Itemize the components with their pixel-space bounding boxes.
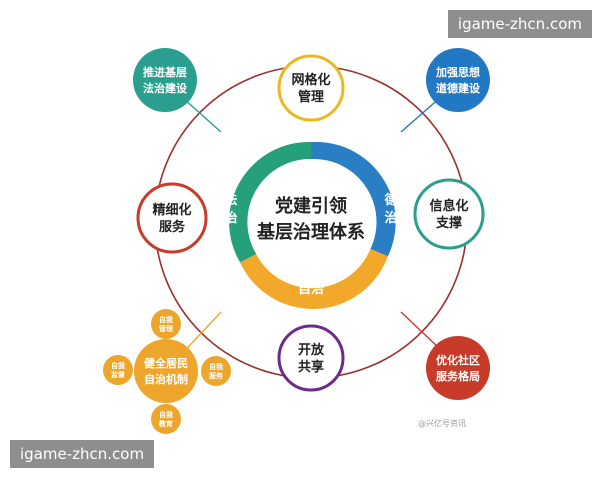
node-refined-service (136, 182, 208, 254)
ring-label-fazhi-1: 法 (224, 192, 237, 208)
node-grid-management-line2: 管理 (298, 89, 324, 105)
node-community-service (426, 336, 490, 400)
subnode-self-service-line1: 自我 (209, 362, 223, 371)
node-information-support (413, 178, 485, 250)
center-title-line1: 党建引领 (275, 195, 347, 217)
subnode-self-service-line2: 服务 (209, 371, 224, 380)
subnode-self-management-line1: 自我 (159, 315, 173, 324)
subnode-self-management (151, 309, 181, 339)
node-refined-service-line2: 服务 (159, 219, 186, 235)
subnode-self-service (201, 356, 231, 386)
ring-segment-dezhi (311, 141, 396, 257)
node-resident-autonomy-line1: 健全居民 (144, 356, 188, 370)
node-moral-building (426, 48, 490, 112)
watermark-top: igame-zhcn.com (447, 10, 592, 38)
node-resident-autonomy (134, 339, 198, 403)
subnode-self-supervision-line1: 自我 (111, 361, 125, 370)
ring-segment-zizhi (240, 249, 388, 309)
node-rule-of-law-line1: 推进基层 (143, 65, 187, 79)
credit-text: @兴亿号资讯 (418, 418, 466, 428)
ring-label-dezhi-1: 德 (384, 192, 397, 208)
node-community-service-line1: 优化社区 (436, 353, 480, 367)
subnode-self-education-line2: 教育 (158, 419, 173, 428)
center-disc (248, 159, 374, 285)
node-community-service-line2: 服务格局 (436, 369, 480, 383)
node-open-sharing-line2: 共享 (298, 359, 324, 375)
ring-label-dezhi-2: 治 (384, 210, 397, 226)
ring-label-fazhi-2: 治 (224, 210, 237, 226)
subnode-self-supervision (103, 355, 133, 385)
node-moral-building-line2: 道德建设 (436, 81, 481, 95)
node-refined-service-line1: 精细化 (152, 202, 191, 218)
subnode-self-education (151, 404, 181, 434)
subnode-self-supervision-line2: 监督 (111, 370, 125, 379)
node-information-support-line1: 信息化 (429, 198, 468, 214)
ring-segment-fazhi (229, 141, 311, 263)
node-open-sharing (277, 324, 345, 392)
subnode-self-management-line2: 管理 (159, 324, 173, 333)
subnode-self-education-line1: 自我 (159, 410, 173, 419)
ring-label-zizhi: 自治 (298, 281, 324, 297)
node-grid-management-line1: 网格化 (291, 72, 330, 88)
node-rule-of-law (133, 48, 197, 112)
node-grid-management (277, 54, 345, 122)
node-open-sharing-line1: 开放 (298, 342, 325, 358)
watermark-bottom: igame-zhcn.com (10, 440, 155, 468)
node-information-support-line2: 支撑 (435, 215, 462, 231)
node-rule-of-law-line2: 法治建设 (143, 81, 188, 95)
node-moral-building-line1: 加强思想 (435, 65, 480, 79)
node-resident-autonomy-line2: 自治机制 (144, 372, 188, 386)
center-title-line2: 基层治理体系 (256, 221, 365, 243)
